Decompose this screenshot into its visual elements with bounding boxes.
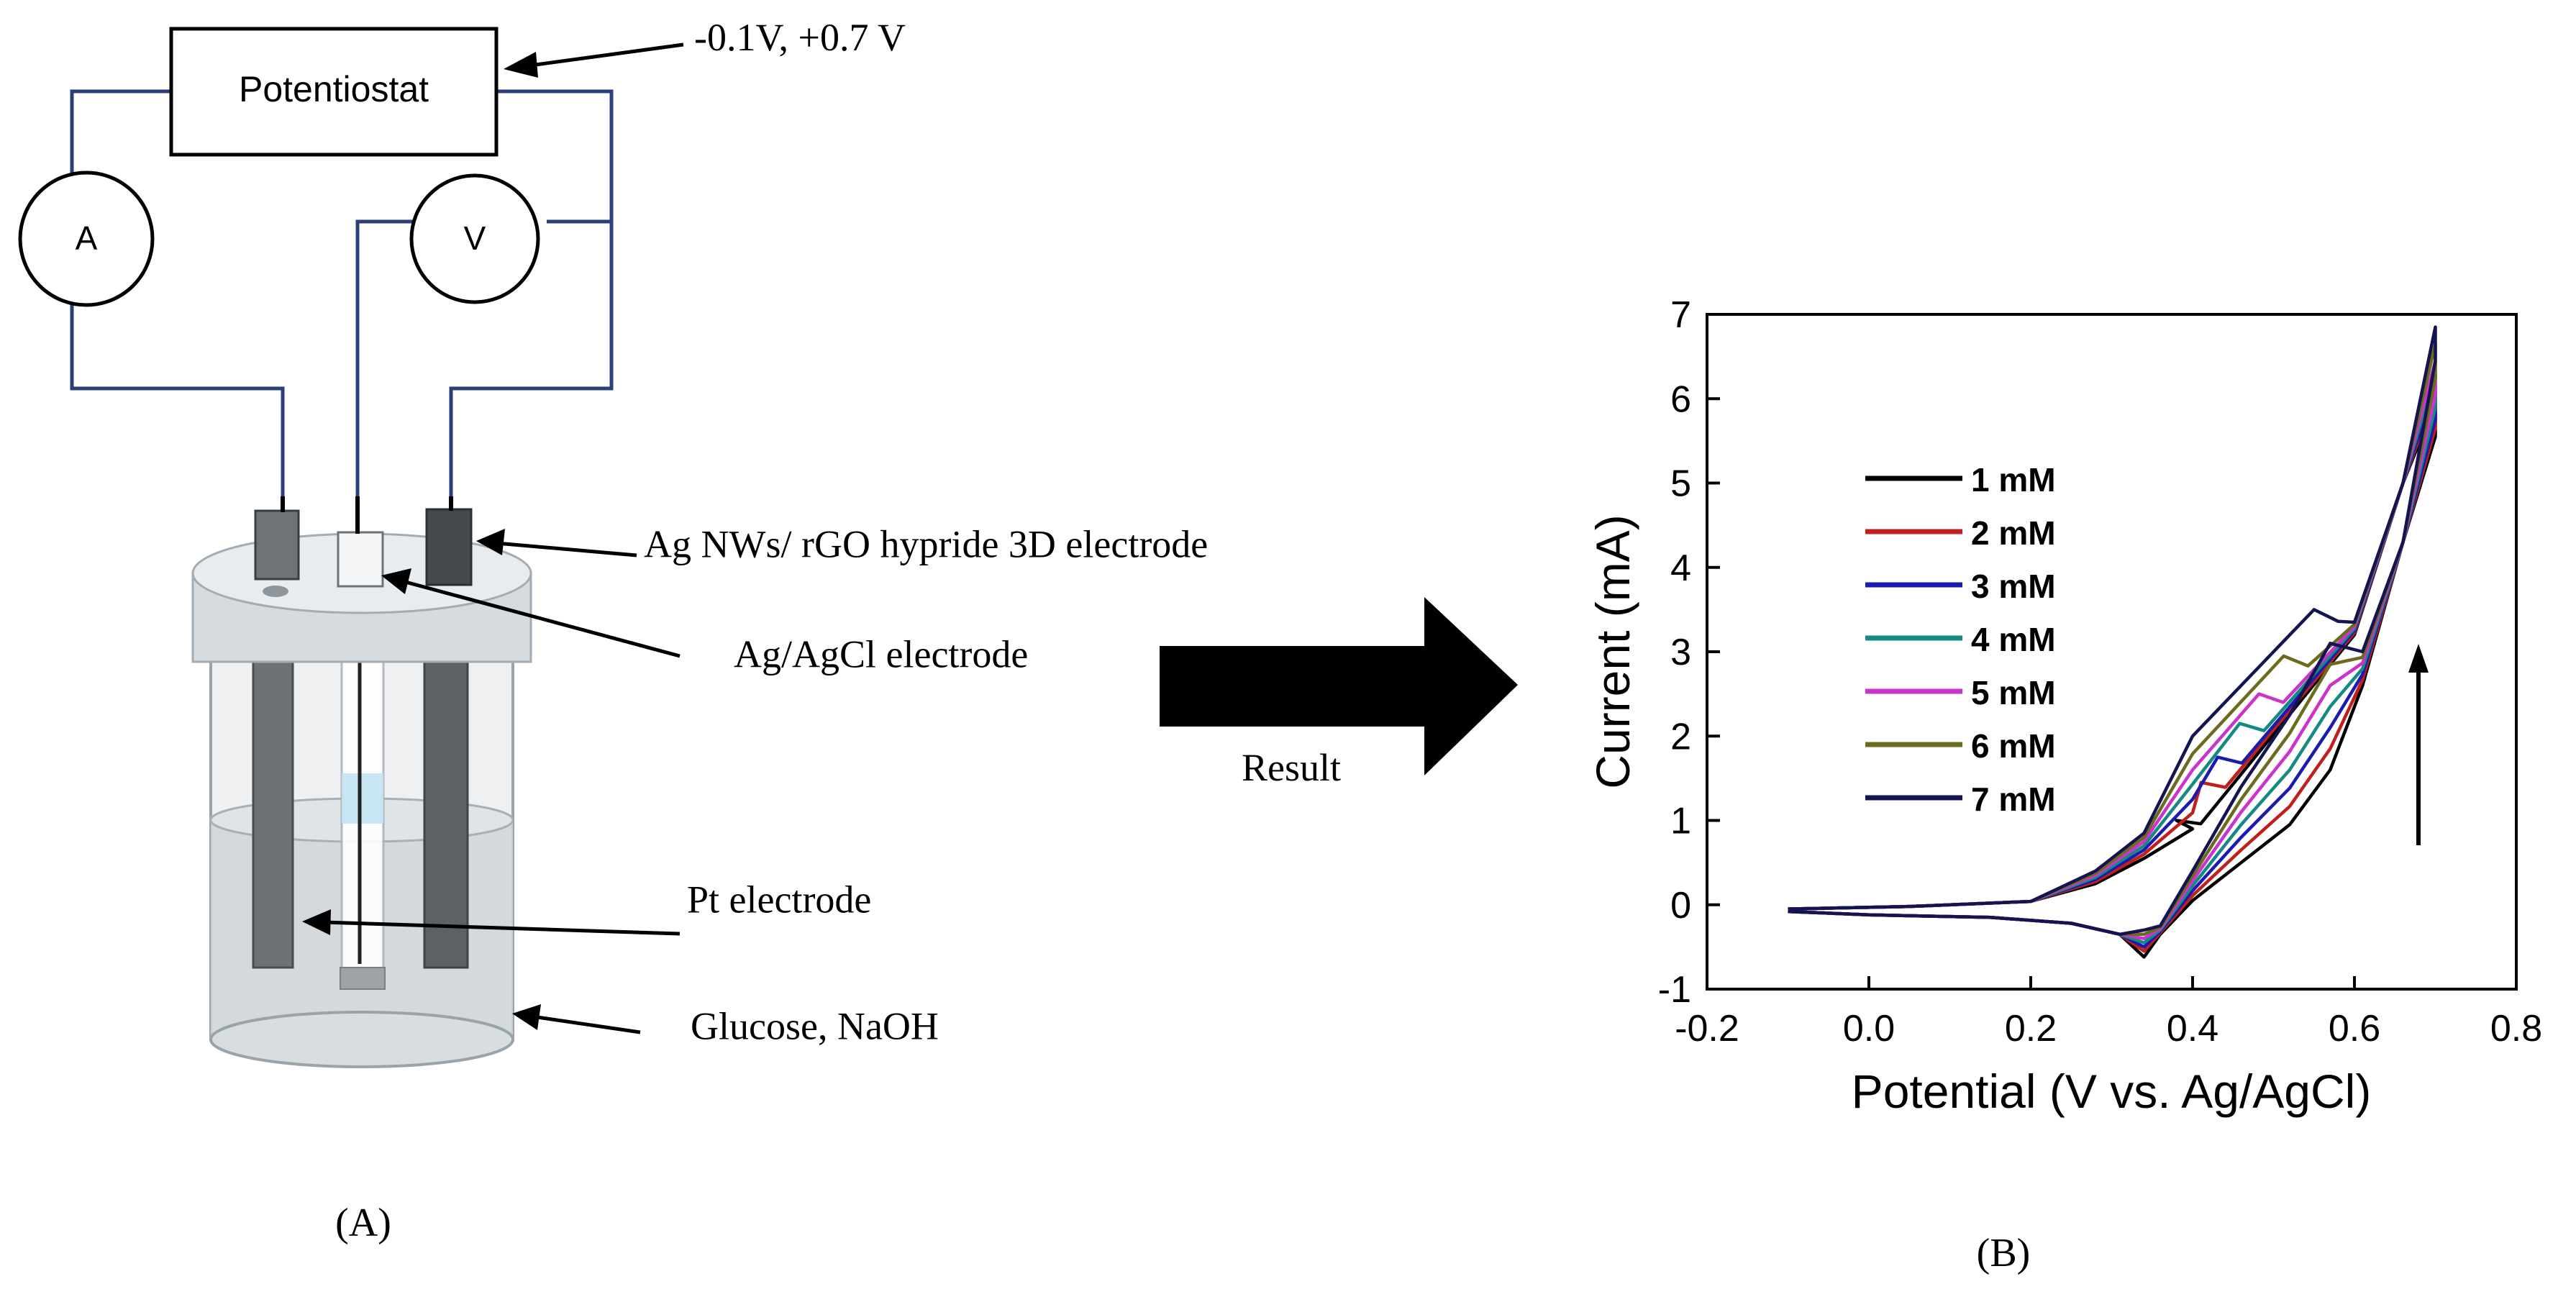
- x-tick-label: 0.6: [2329, 1008, 2380, 1050]
- chart-series-group: [1788, 325, 2437, 959]
- working-electrode-cap: [254, 509, 300, 581]
- callout-reference-electrode: Ag/AgCl electrode: [381, 568, 1028, 675]
- potentiostat-label: Potentiostat: [239, 69, 429, 109]
- working-electrode-label: Ag NWs/ rGO hypride 3D electrode: [644, 522, 1208, 565]
- pt-electrode-label: Pt electrode: [687, 878, 871, 921]
- voltage-arrow: [504, 42, 684, 78]
- y-tick-label: 3: [1670, 632, 1691, 673]
- callout-pt-electrode: Pt electrode: [302, 878, 871, 936]
- y-tick-label: 4: [1670, 547, 1691, 589]
- y-axis-title: Current (mA): [1586, 514, 1639, 788]
- y-tick-label: 2: [1670, 716, 1691, 757]
- wire-voltmeter-right: [449, 89, 614, 500]
- x-axis-title: Potential (V vs. Ag/AgCl): [1852, 1065, 2372, 1118]
- legend-label: 7 mM: [1971, 781, 2056, 818]
- plot-frame: [1706, 313, 2518, 991]
- callout-working-electrode: Ag NWs/ rGO hypride 3D electrode: [476, 522, 1208, 565]
- y-tick-label: 5: [1670, 463, 1691, 505]
- beaker-bottom: [209, 1011, 514, 1068]
- reference-electrode-base: [340, 967, 386, 990]
- electrochemical-cell: [191, 496, 532, 1068]
- voltmeter-icon: [409, 173, 540, 304]
- chart-axes: -0.2 0.0 0.2 0.4 0.6 0.8 -1 0 1 2 3 4 5 6 7: [1658, 294, 2542, 1050]
- voltmeter-label: V: [464, 219, 486, 257]
- callout-solution: Glucose, NaOH: [512, 1004, 939, 1047]
- trend-arrow: [2408, 644, 2429, 845]
- wire-ammeter: [70, 89, 285, 500]
- reference-electrode-tip: [342, 773, 383, 824]
- y-tick-label: 7: [1670, 294, 1691, 336]
- y-tick-label: -1: [1658, 969, 1691, 1011]
- solution-label: Glucose, NaOH: [691, 1004, 939, 1047]
- series-line-7: [1788, 325, 2437, 937]
- ammeter-label: A: [76, 219, 98, 257]
- legend-label: 6 mM: [1971, 727, 2056, 765]
- potentiostat-box: [169, 27, 499, 157]
- result-label: Result: [1242, 746, 1341, 789]
- legend-label: 4 mM: [1971, 621, 2056, 658]
- counter-electrode-cap: [425, 508, 473, 586]
- wire-voltmeter-left: [355, 219, 414, 496]
- lid-hole: [263, 586, 288, 597]
- x-tick-label: 0.2: [2005, 1008, 2057, 1050]
- legend-label: 3 mM: [1971, 568, 2056, 605]
- trend-arrow-icon: [2408, 644, 2429, 673]
- voltage-range-label: -0.1V, +0.7 V: [694, 16, 906, 59]
- working-electrode-rod: [252, 632, 294, 969]
- legend-label: 1 mM: [1971, 461, 2056, 499]
- y-tick-label: 0: [1670, 885, 1691, 927]
- cv-chart: -0.2 0.0 0.2 0.4 0.6 0.8 -1 0 1 2 3 4 5 6 7 1 mM 2 mM 3 …: [1586, 294, 2542, 1275]
- legend-label: 5 mM: [1971, 674, 2056, 711]
- reference-electrode-label: Ag/AgCl electrode: [734, 632, 1028, 675]
- x-tick-label: -0.2: [1675, 1008, 1739, 1050]
- x-tick-label: 0.8: [2490, 1008, 2542, 1050]
- result-arrow-icon: [1160, 597, 1518, 775]
- y-tick-label: 1: [1670, 801, 1691, 842]
- reference-electrode-cap: [337, 531, 384, 588]
- setup-diagram: Potentiostat A V -0.1V, +0.7 V: [18, 16, 1208, 1245]
- x-tick-label: 0.0: [1843, 1008, 1895, 1050]
- counter-electrode-rod: [423, 632, 469, 969]
- chart-legend: 1 mM 2 mM 3 mM 4 mM 5 mM 6 mM 7 mM: [1865, 461, 2056, 818]
- result-arrow: Result: [1160, 597, 1518, 789]
- circuit-wires: [70, 89, 614, 500]
- panel-a-label: (A): [335, 1201, 391, 1245]
- x-tick-label: 0.4: [2167, 1008, 2218, 1050]
- legend-label: 2 mM: [1971, 514, 2056, 552]
- panel-b-label: (B): [1977, 1231, 2031, 1275]
- y-tick-label: 6: [1670, 378, 1691, 420]
- ammeter-icon: [18, 170, 155, 307]
